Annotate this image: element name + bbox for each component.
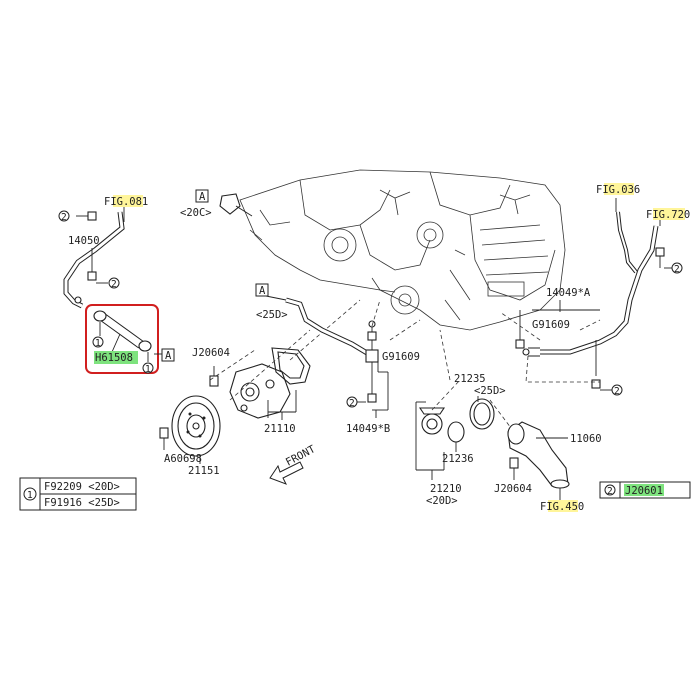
pipe-14049B[interactable]	[285, 297, 379, 363]
legend-circle-1: 1	[27, 490, 33, 501]
ref-box-a-top-label: A	[199, 191, 206, 203]
code-25D-label-a: <25D>	[256, 309, 288, 321]
selected-part-frame[interactable]	[85, 304, 159, 374]
part-21151-label[interactable]: 21151	[188, 465, 220, 477]
pipe-14049A[interactable]	[528, 225, 659, 357]
front-arrow-icon	[269, 461, 304, 485]
legend-row-2: F91916 <25D>	[44, 497, 120, 509]
code-25D-label-b: <25D>	[474, 385, 506, 397]
legend-part-J20601[interactable]: J20601	[625, 485, 663, 497]
pipe-14050[interactable]	[63, 211, 125, 309]
ref-box-a-left	[161, 348, 175, 362]
part-H61508-label[interactable]: H61508	[95, 352, 133, 364]
gasket-21236[interactable]	[447, 421, 465, 443]
circle-2-b: 2	[108, 277, 120, 290]
gasket-21235[interactable]	[469, 398, 495, 430]
circle-2-e: 2	[611, 384, 623, 397]
svg-text:1: 1	[145, 364, 151, 375]
ref-box-a-top	[195, 189, 209, 203]
legend-part-2: 2 J20601	[599, 481, 691, 499]
thermostat-21210[interactable]	[418, 407, 446, 435]
svg-text:2: 2	[111, 279, 117, 290]
fig-081-link[interactable]: FIG.081	[104, 196, 148, 208]
code-20D-label: <20D>	[426, 495, 458, 507]
ref-box-a-mid-label: A	[259, 285, 266, 297]
part-21210-label[interactable]: 21210	[430, 483, 462, 495]
svg-text:2: 2	[61, 212, 67, 223]
pulley-21151[interactable]	[171, 395, 221, 457]
code-20C-label: <20C>	[180, 207, 212, 219]
svg-text:1: 1	[95, 338, 101, 349]
part-A60698-label[interactable]: A60698	[164, 453, 202, 465]
svg-text:2: 2	[674, 264, 680, 275]
part-G91609-label-a[interactable]: G91609	[382, 351, 420, 363]
part-21110-label[interactable]: 21110	[264, 423, 296, 435]
water-pump-21110[interactable]	[229, 363, 291, 419]
part-14049B-label[interactable]: 14049*B	[346, 423, 390, 435]
part-14049A-label[interactable]: 14049*A	[546, 287, 591, 299]
gasket-21110[interactable]	[271, 347, 311, 385]
circle-1-b: 1	[142, 362, 154, 375]
engine-block	[239, 169, 566, 331]
part-J20604-label-a[interactable]: J20604	[192, 347, 230, 359]
circle-1-a: 1	[92, 336, 104, 349]
circle-2-c: 2	[346, 396, 358, 409]
part-G91609-label-b[interactable]: G91609	[532, 319, 570, 331]
legend-table: 1 F92209 <20D> F91916 <25D>	[19, 477, 137, 511]
part-11060-label[interactable]: 11060	[570, 433, 602, 445]
part-21236-label[interactable]: 21236	[442, 453, 474, 465]
hose-H61508[interactable]	[93, 310, 152, 352]
cap-20C	[219, 193, 241, 215]
circle-2-d: 2	[671, 262, 683, 275]
svg-text:2: 2	[614, 386, 620, 397]
fig-720-link[interactable]: FIG.720	[646, 209, 690, 221]
circle-2-a: 2	[58, 210, 70, 223]
water-outlet-11060[interactable]	[507, 421, 570, 489]
hose-fig036	[616, 211, 638, 274]
fig-036-link[interactable]: FIG.036	[596, 184, 640, 196]
part-21235-label[interactable]: 21235	[454, 373, 486, 385]
ref-box-a-mid	[255, 283, 269, 297]
legend-row-1: F92209 <20D>	[44, 481, 120, 493]
part-14050-label[interactable]: 14050	[68, 235, 100, 247]
svg-text:2: 2	[349, 398, 355, 409]
fig-450-link[interactable]: FIG.450	[540, 501, 584, 513]
ref-box-a-left-label: A	[165, 350, 172, 362]
legend-circle-2: 2	[607, 486, 613, 497]
part-J20604-label-b[interactable]: J20604	[494, 483, 532, 495]
